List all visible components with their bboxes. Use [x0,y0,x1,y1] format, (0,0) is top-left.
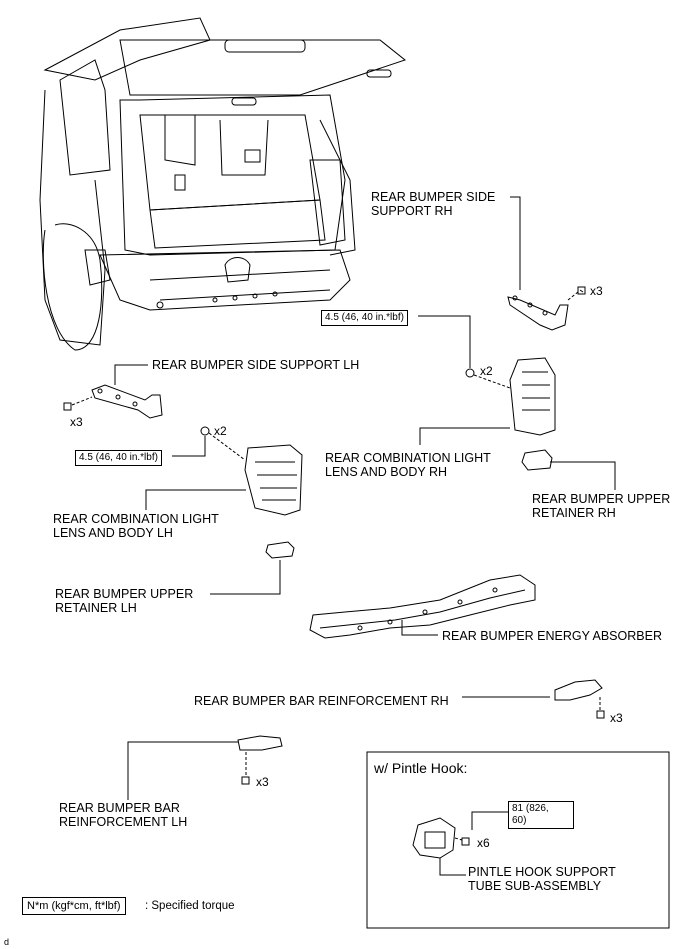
upper-retainer-rh-part [521,449,616,490]
label-energy-absorber: REAR BUMPER ENERGY ABSORBER [442,629,662,643]
vehicle-rear-illustration [39,17,407,351]
corner-mark: d [4,937,10,947]
label-bar-reinf-lh: REAR BUMPER BAR REINFORCEMENT LH [59,801,188,829]
pintle-box-title: w/ Pintle Hook: [374,760,468,776]
qty-pintle: x6 [477,836,490,850]
qty-light-rh: x2 [480,364,493,378]
torque-pintle: 81 (826, 60) [508,801,574,829]
qty-bar-lh: x3 [256,775,269,789]
side-support-lh-part [63,364,163,419]
label-comb-light-lh: REAR COMBINATION LIGHT LENS AND BODY LH [53,512,219,540]
legend-torque-unit: N*m (kgf*cm, ft*lbf) [22,897,126,915]
label-upper-retainer-lh: REAR BUMPER UPPER RETAINER LH [55,587,194,615]
label-comb-light-rh: REAR COMBINATION LIGHT LENS AND BODY RH [325,451,491,479]
label-side-support-rh: REAR BUMPER SIDE SUPPORT RH [371,190,496,218]
bar-reinf-lh-part [127,735,283,800]
label-pintle-support: PINTLE HOOK SUPPORT TUBE SUB-ASSEMBLY [468,865,616,893]
upper-retainer-lh-part [210,541,295,595]
comb-light-lh-part [145,426,303,516]
label-side-support-lh: REAR BUMPER SIDE SUPPORT LH [152,358,360,372]
torque-light-lh: 4.5 (46, 40 in.*lbf) [75,450,162,466]
bar-reinf-rh-part [462,679,605,719]
qty-light-lh: x2 [214,424,227,438]
pintle-hook-box [366,751,670,929]
legend-meaning: : Specified torque [145,900,235,912]
side-support-rh-part [507,196,586,331]
comb-light-rh-part [418,315,556,445]
qty-bar-rh: x3 [610,711,623,725]
energy-absorber-part [309,574,536,639]
torque-light-rh: 4.5 (46, 40 in.*lbf) [321,310,408,326]
qty-side-rh: x3 [590,284,603,298]
label-bar-reinf-rh: REAR BUMPER BAR REINFORCEMENT RH [194,694,449,708]
pintle-hook-part [412,811,508,876]
qty-side-lh: x3 [70,415,83,429]
label-upper-retainer-rh: REAR BUMPER UPPER RETAINER RH [532,492,671,520]
